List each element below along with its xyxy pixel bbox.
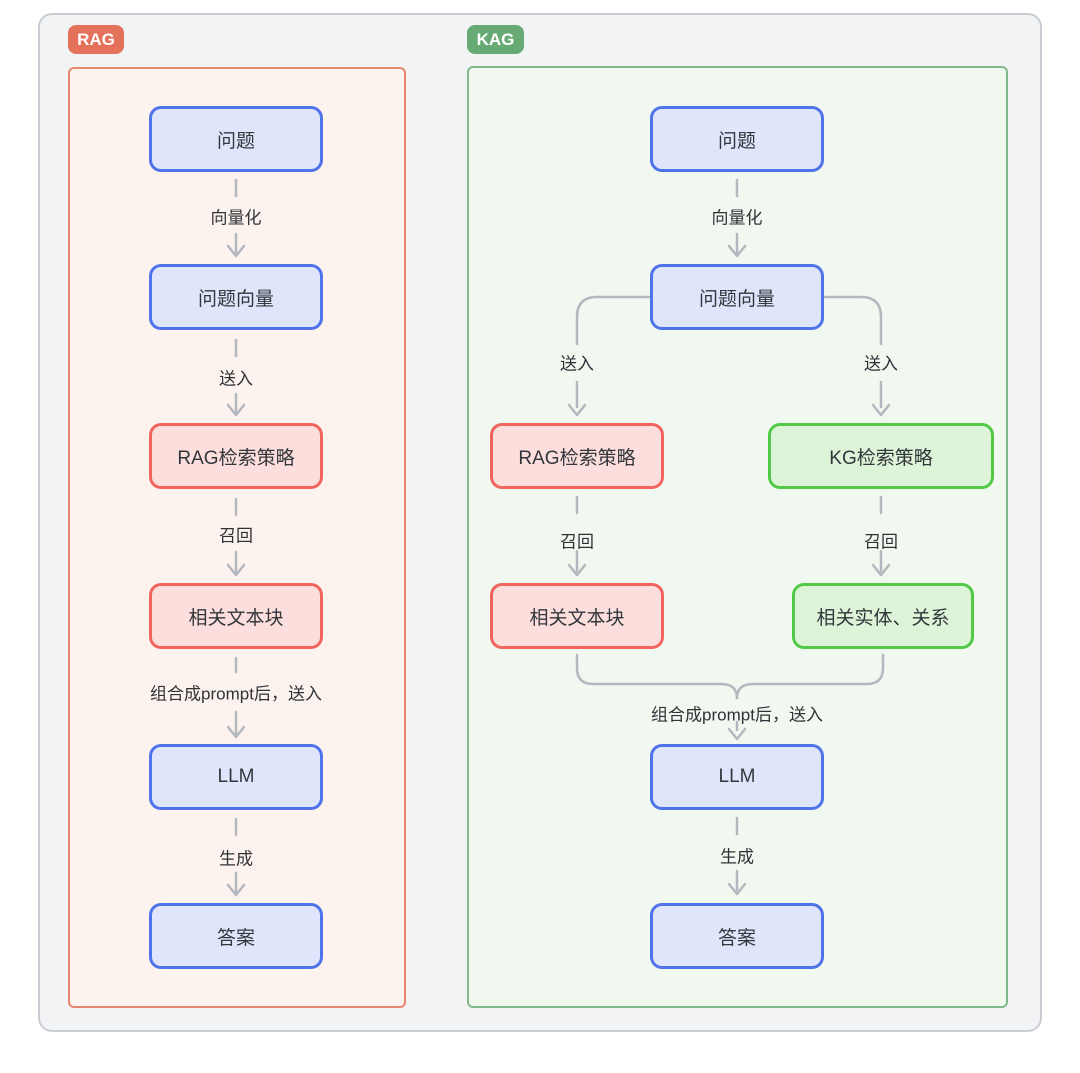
edge-rag-vectorize (226, 178, 246, 258)
edge-label-kag-prompt: 组合成prompt后，送入 (651, 705, 823, 725)
node-kag-question: 问题 (650, 106, 824, 172)
edge-kag-branch-right (823, 295, 891, 417)
kag-panel (467, 66, 1008, 1008)
edge-label-kag-vectorize: 向量化 (711, 208, 763, 228)
node-kag-llm: LLM (650, 744, 824, 810)
rag-badge: RAG (68, 25, 124, 54)
node-kag-text-chunks: 相关文本块 (490, 583, 664, 649)
node-rag-answer: 答案 (149, 903, 323, 969)
node-kag-kg-retrieval: KG检索策略 (768, 423, 994, 489)
kag-badge: KAG (467, 25, 524, 54)
edge-label-rag-vectorize: 向量化 (210, 208, 262, 228)
node-kag-entities-relations: 相关实体、关系 (792, 583, 974, 649)
edge-kag-vectorize (727, 178, 747, 258)
node-kag-answer: 答案 (650, 903, 824, 969)
edge-label-kag-recall-right: 召回 (864, 532, 898, 552)
edge-label-rag-recall: 召回 (219, 526, 253, 546)
node-rag-question: 问题 (149, 106, 323, 172)
node-rag-retrieval: RAG检索策略 (149, 423, 323, 489)
edge-label-rag-generate: 生成 (219, 849, 253, 869)
node-rag-text-chunks: 相关文本块 (149, 583, 323, 649)
edge-kag-branch-left (567, 295, 652, 417)
edge-rag-prompt (226, 656, 246, 739)
edge-kag-generate (727, 816, 747, 896)
edge-label-kag-send-left: 送入 (560, 354, 594, 374)
edge-rag-generate (226, 817, 246, 897)
edge-kag-merge (575, 653, 885, 741)
node-kag-question-vector: 问题向量 (650, 264, 824, 330)
node-rag-llm: LLM (149, 744, 323, 810)
edge-rag-send (226, 338, 246, 417)
edge-label-kag-recall-left: 召回 (560, 532, 594, 552)
edge-label-kag-generate: 生成 (720, 847, 754, 867)
edge-kag-recall-left (567, 495, 587, 577)
node-kag-rag-retrieval: RAG检索策略 (490, 423, 664, 489)
edge-label-kag-send-right: 送入 (864, 354, 898, 374)
edge-kag-recall-right (871, 495, 891, 577)
edge-label-rag-prompt: 组合成prompt后，送入 (150, 684, 322, 704)
edge-label-rag-send: 送入 (219, 369, 253, 389)
edge-rag-recall (226, 497, 246, 577)
rag-panel (68, 67, 406, 1008)
node-rag-question-vector: 问题向量 (149, 264, 323, 330)
